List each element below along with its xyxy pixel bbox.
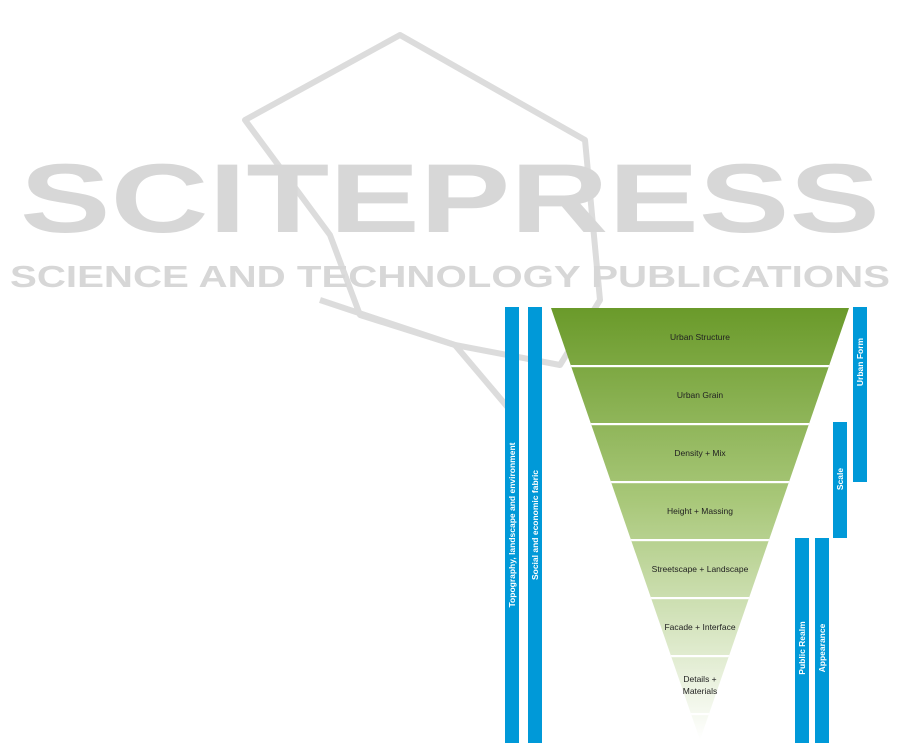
appearance-bar-label: Appearance [817, 623, 827, 672]
funnel-level-label: Urban Structure [670, 332, 730, 342]
funnel-divider [540, 713, 860, 715]
funnel-level-label: Urban Grain [677, 390, 724, 400]
funnel-divider [540, 539, 860, 541]
funnel-level-label: Streetscape + Landscape [652, 564, 749, 574]
funnel-divider [540, 481, 860, 483]
topography-bar: Topography, landscape and environment [505, 307, 519, 743]
urban-form-bar-label: Urban Form [855, 337, 865, 386]
funnel-level-label: Density + Mix [674, 448, 726, 458]
public-realm-bar-label: Public Realm [797, 621, 807, 675]
social-fabric-bar: Social and economic fabric [528, 307, 542, 743]
public-realm-bar: Public Realm [795, 538, 809, 743]
urban-form-bar: Urban Form [853, 307, 867, 482]
scale-bar-label: Scale [835, 468, 845, 490]
funnel-divider [540, 365, 860, 367]
urban-form-bar-fill [853, 307, 867, 482]
funnel-level-label: Height + Massing [667, 506, 733, 516]
funnel-divider [540, 423, 860, 425]
appearance-bar: Appearance [815, 538, 829, 743]
funnel-level-label: Facade + Interface [664, 622, 735, 632]
scale-bar: Scale [833, 422, 847, 538]
topography-bar-label: Topography, landscape and environment [507, 442, 517, 607]
social-fabric-bar-label: Social and economic fabric [530, 470, 540, 580]
funnel-divider [540, 597, 860, 599]
funnel-divider [540, 655, 860, 657]
